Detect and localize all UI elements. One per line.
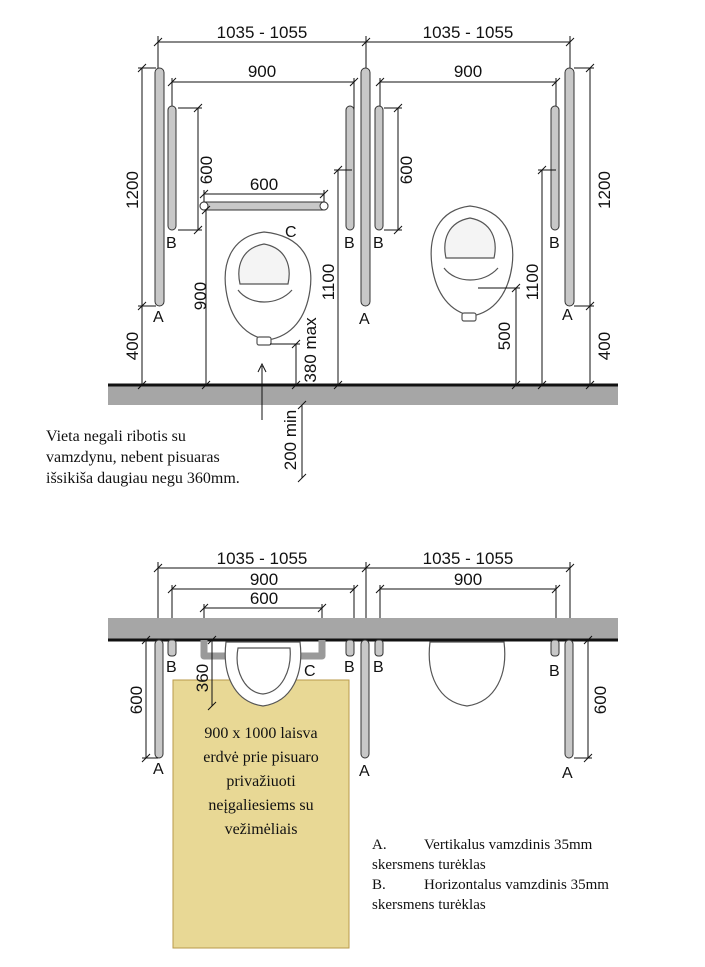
floor-slab xyxy=(108,385,618,405)
dim-380-max: 380 max xyxy=(301,317,320,383)
plan-dim-600-right: 600 xyxy=(591,686,610,714)
legend-key: B. xyxy=(372,877,386,893)
plan-rail-a-left xyxy=(154,639,164,759)
plan-dim-900-left: 900 xyxy=(250,570,278,589)
legend-text: Vertikalus vamzdinis 35mm xyxy=(424,837,593,853)
plan-label-c: C xyxy=(304,663,316,680)
dim-600-b-right: 600 xyxy=(397,156,416,184)
clear-space-line: privažiuoti xyxy=(226,773,296,790)
rail-c-horizontal xyxy=(199,201,329,211)
urinal-elevation-left xyxy=(224,231,312,346)
legend-text-cont: skersmens turėklas xyxy=(372,857,486,873)
clear-space-area xyxy=(172,679,350,949)
dim-400-right: 400 xyxy=(595,332,614,360)
plan-label-b-mid-2: B xyxy=(373,659,384,676)
plan-dim-width-top-left: 1035 - 1055 xyxy=(217,549,308,568)
plan-rail-a-right xyxy=(564,639,574,759)
dim-900-left: 900 xyxy=(248,62,276,81)
plan-label-a-middle: A xyxy=(359,763,370,780)
clear-space-line: vežimėliais xyxy=(224,821,298,838)
plan-label-a-left: A xyxy=(153,761,164,778)
legend-text-cont: skersmens turėklas xyxy=(372,897,486,913)
urinal-plan-left xyxy=(224,641,302,707)
dim-1200-right: 1200 xyxy=(595,171,614,209)
plan-label-b-right: B xyxy=(549,663,560,680)
label-b-left: B xyxy=(166,235,177,252)
dim-1100-left: 1100 xyxy=(319,264,338,301)
label-c: C xyxy=(285,224,297,241)
plan-label-b-mid-1: B xyxy=(344,659,355,676)
clear-space-line: erdvė prie pisuaro xyxy=(203,749,319,766)
clear-space-line: 900 x 1000 laisva xyxy=(204,725,318,742)
plan-view: 1035 - 1055 1035 - 1055 900 900 600 xyxy=(108,549,618,949)
rail-b-mid-2 xyxy=(374,105,384,231)
piping-note: Vieta negali ribotis su vamzdynu, nebent… xyxy=(46,426,306,489)
plan-label-b-left: B xyxy=(166,659,177,676)
legend-text: Horizontalus vamzdinis 35mm xyxy=(424,877,609,893)
plan-rail-b-mid-1 xyxy=(345,639,355,657)
wall-slab xyxy=(108,618,618,640)
dim-1100-right: 1100 xyxy=(523,264,542,301)
label-b-mid-1: B xyxy=(344,235,355,252)
rail-b-mid-1 xyxy=(345,105,355,231)
urinal-plan-right xyxy=(428,641,506,707)
plan-dim-600-left: 600 xyxy=(127,686,146,714)
dim-1200-left: 1200 xyxy=(123,171,142,209)
rail-a-middle xyxy=(360,67,371,307)
plan-label-a-right: A xyxy=(562,765,573,782)
legend-item-b: B. Horizontalus vamzdinis 35mm xyxy=(372,875,692,895)
label-b-right: B xyxy=(549,235,560,252)
plan-rail-a-middle xyxy=(360,639,370,759)
urinal-elevation-right xyxy=(430,205,514,322)
label-a-left: A xyxy=(153,309,164,326)
dim-600-bar: 600 xyxy=(250,175,278,194)
legend-key: A. xyxy=(372,837,387,853)
rail-a-right xyxy=(564,67,575,307)
rail-b-right-1 xyxy=(550,105,560,231)
plan-dim-600-bar: 600 xyxy=(250,589,278,608)
dim-500: 500 xyxy=(495,322,514,350)
plan-rail-b-mid-2 xyxy=(374,639,384,657)
plan-dim-900-right: 900 xyxy=(454,570,482,589)
note-line: vamzdynu, nebent pisuaras xyxy=(46,449,220,466)
label-b-mid-2: B xyxy=(373,235,384,252)
dim-900-right: 900 xyxy=(454,62,482,81)
dim-400-left: 400 xyxy=(123,332,142,360)
dim-width-top-left: 1035 - 1055 xyxy=(217,23,308,42)
rail-a-left xyxy=(154,67,165,307)
dim-900-vertical: 900 xyxy=(191,282,210,310)
dim-width-top-right: 1035 - 1055 xyxy=(423,23,514,42)
rail-b-left-1 xyxy=(167,105,177,231)
label-a-right: A xyxy=(562,307,573,324)
plan-dim-width-top-right: 1035 - 1055 xyxy=(423,549,514,568)
plan-dim-360: 360 xyxy=(193,664,212,692)
legend-item-a: A. Vertikalus vamzdinis 35mm xyxy=(372,835,692,855)
clear-space-line: neįgaliesiems su xyxy=(208,797,314,814)
note-line: išsikiša daugiau negu 360mm. xyxy=(46,470,240,487)
label-a-middle: A xyxy=(359,311,370,328)
elevation-view: 1035 - 1055 1035 - 1055 900 900 6 xyxy=(108,23,618,483)
note-line: Vieta negali ribotis su xyxy=(46,428,186,445)
legend: A. Vertikalus vamzdinis 35mm skersmens t… xyxy=(372,835,692,915)
clear-space-text: 900 x 1000 laisva erdvė prie pisuaro pri… xyxy=(176,722,346,842)
dim-200-min: 200 min xyxy=(281,410,300,470)
plan-rail-b-right xyxy=(550,639,560,657)
dim-600-b-left: 600 xyxy=(197,156,216,184)
plan-rail-b-left xyxy=(167,639,177,657)
